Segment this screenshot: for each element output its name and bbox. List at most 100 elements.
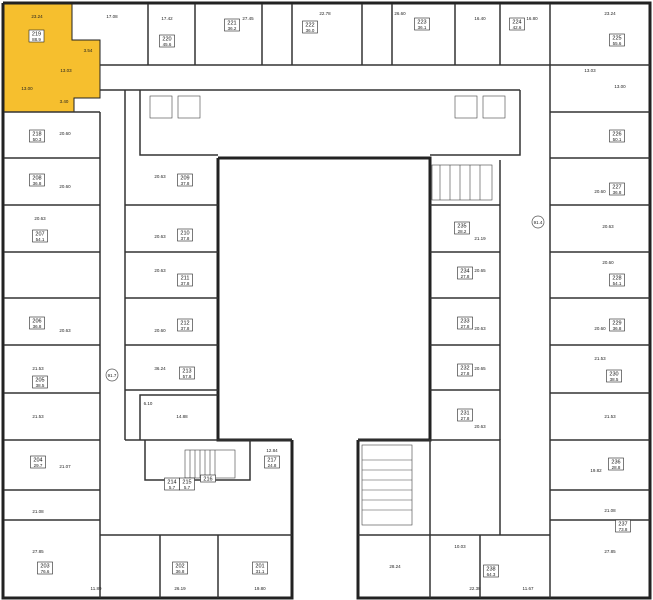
apartment-area: 36.8: [33, 181, 42, 186]
apartment-label-box: [608, 457, 624, 471]
apartment-area: 29.7: [34, 463, 43, 468]
apartment-number: 231: [460, 411, 469, 417]
apartment-number: 228: [612, 276, 621, 282]
room-area-label: 20.65: [474, 268, 486, 273]
apartment-area: 36.1: [418, 25, 427, 30]
apartment-area: 27.8: [461, 324, 470, 329]
apartment-area: 37.8: [181, 236, 190, 241]
svg-text:88.9: 88.9: [32, 37, 41, 42]
room-area-label: 16.40: [474, 16, 486, 21]
room-area-label: 27.85: [32, 549, 44, 554]
apartment-number: 207: [35, 232, 44, 238]
apartment-label-box: [179, 477, 195, 491]
apartment-number: 222: [305, 23, 314, 29]
svg-text:3.54: 3.54: [84, 48, 93, 53]
apartment-number: 227: [612, 185, 621, 191]
room-area-label: 20.63: [474, 326, 486, 331]
apartment-label-box: [30, 455, 46, 469]
apartment-label-219[interactable]: 219 88.9 23.24 13.03 13.00 3.40 3.54: [21, 14, 93, 104]
room-area-label: 17.42: [161, 16, 173, 21]
svg-text:13.00: 13.00: [21, 86, 33, 91]
apartment-number: 236: [611, 460, 620, 466]
apartment-219-highlight[interactable]: [3, 3, 101, 113]
apartment-label-box: [29, 316, 45, 330]
room-area-label: 20.60: [59, 131, 71, 136]
stairwell-left: [184, 449, 236, 479]
apartment-number: 218: [32, 132, 41, 138]
room-area-label: 20.60: [594, 189, 606, 194]
room-area-label: 27.85: [604, 549, 616, 554]
apartment-label-box: [609, 33, 625, 47]
apartment-area: 38.5: [610, 377, 619, 382]
apartment-label-box: [177, 273, 193, 287]
apartment-number: 233: [460, 319, 469, 325]
apartment-number: 214: [167, 480, 176, 486]
room-area-label: 21.53: [604, 414, 616, 419]
apartment-label-216[interactable]: 216: [200, 474, 216, 483]
apartment-number: 217: [267, 458, 276, 464]
room-area-label: 11.89: [91, 586, 102, 591]
room-area-label: 28.24: [389, 564, 401, 569]
room-area-label: 21.08: [604, 508, 616, 513]
room-area-label: 19.82: [590, 468, 602, 473]
apartment-label-box: [457, 408, 473, 422]
room-area-label: 26.60: [394, 11, 406, 16]
apartment-number: 215: [182, 480, 191, 486]
apartment-area: 36.8: [613, 326, 622, 331]
apartment-number: 224: [512, 20, 521, 26]
stairwell-courtyard: [431, 164, 493, 201]
room-area-label: 12.84: [266, 448, 278, 453]
apartment-area: 57.8: [183, 374, 192, 379]
interior-walls: [4, 4, 650, 598]
apartment-label-box: [177, 318, 193, 332]
apartment-area: 37.8: [181, 326, 190, 331]
svg-text:91.4: 91.4: [534, 220, 543, 225]
apartment-number: 208: [32, 176, 41, 182]
apartment-number: 209: [180, 176, 189, 182]
apartment-number: 202: [175, 564, 184, 570]
apartment-label-box: [179, 366, 195, 380]
apartment-area: 42.6: [513, 25, 522, 30]
room-area-label: 16.80: [526, 16, 538, 21]
apartment-label-box: [606, 369, 622, 383]
apartment-area: 36.0: [306, 28, 315, 33]
